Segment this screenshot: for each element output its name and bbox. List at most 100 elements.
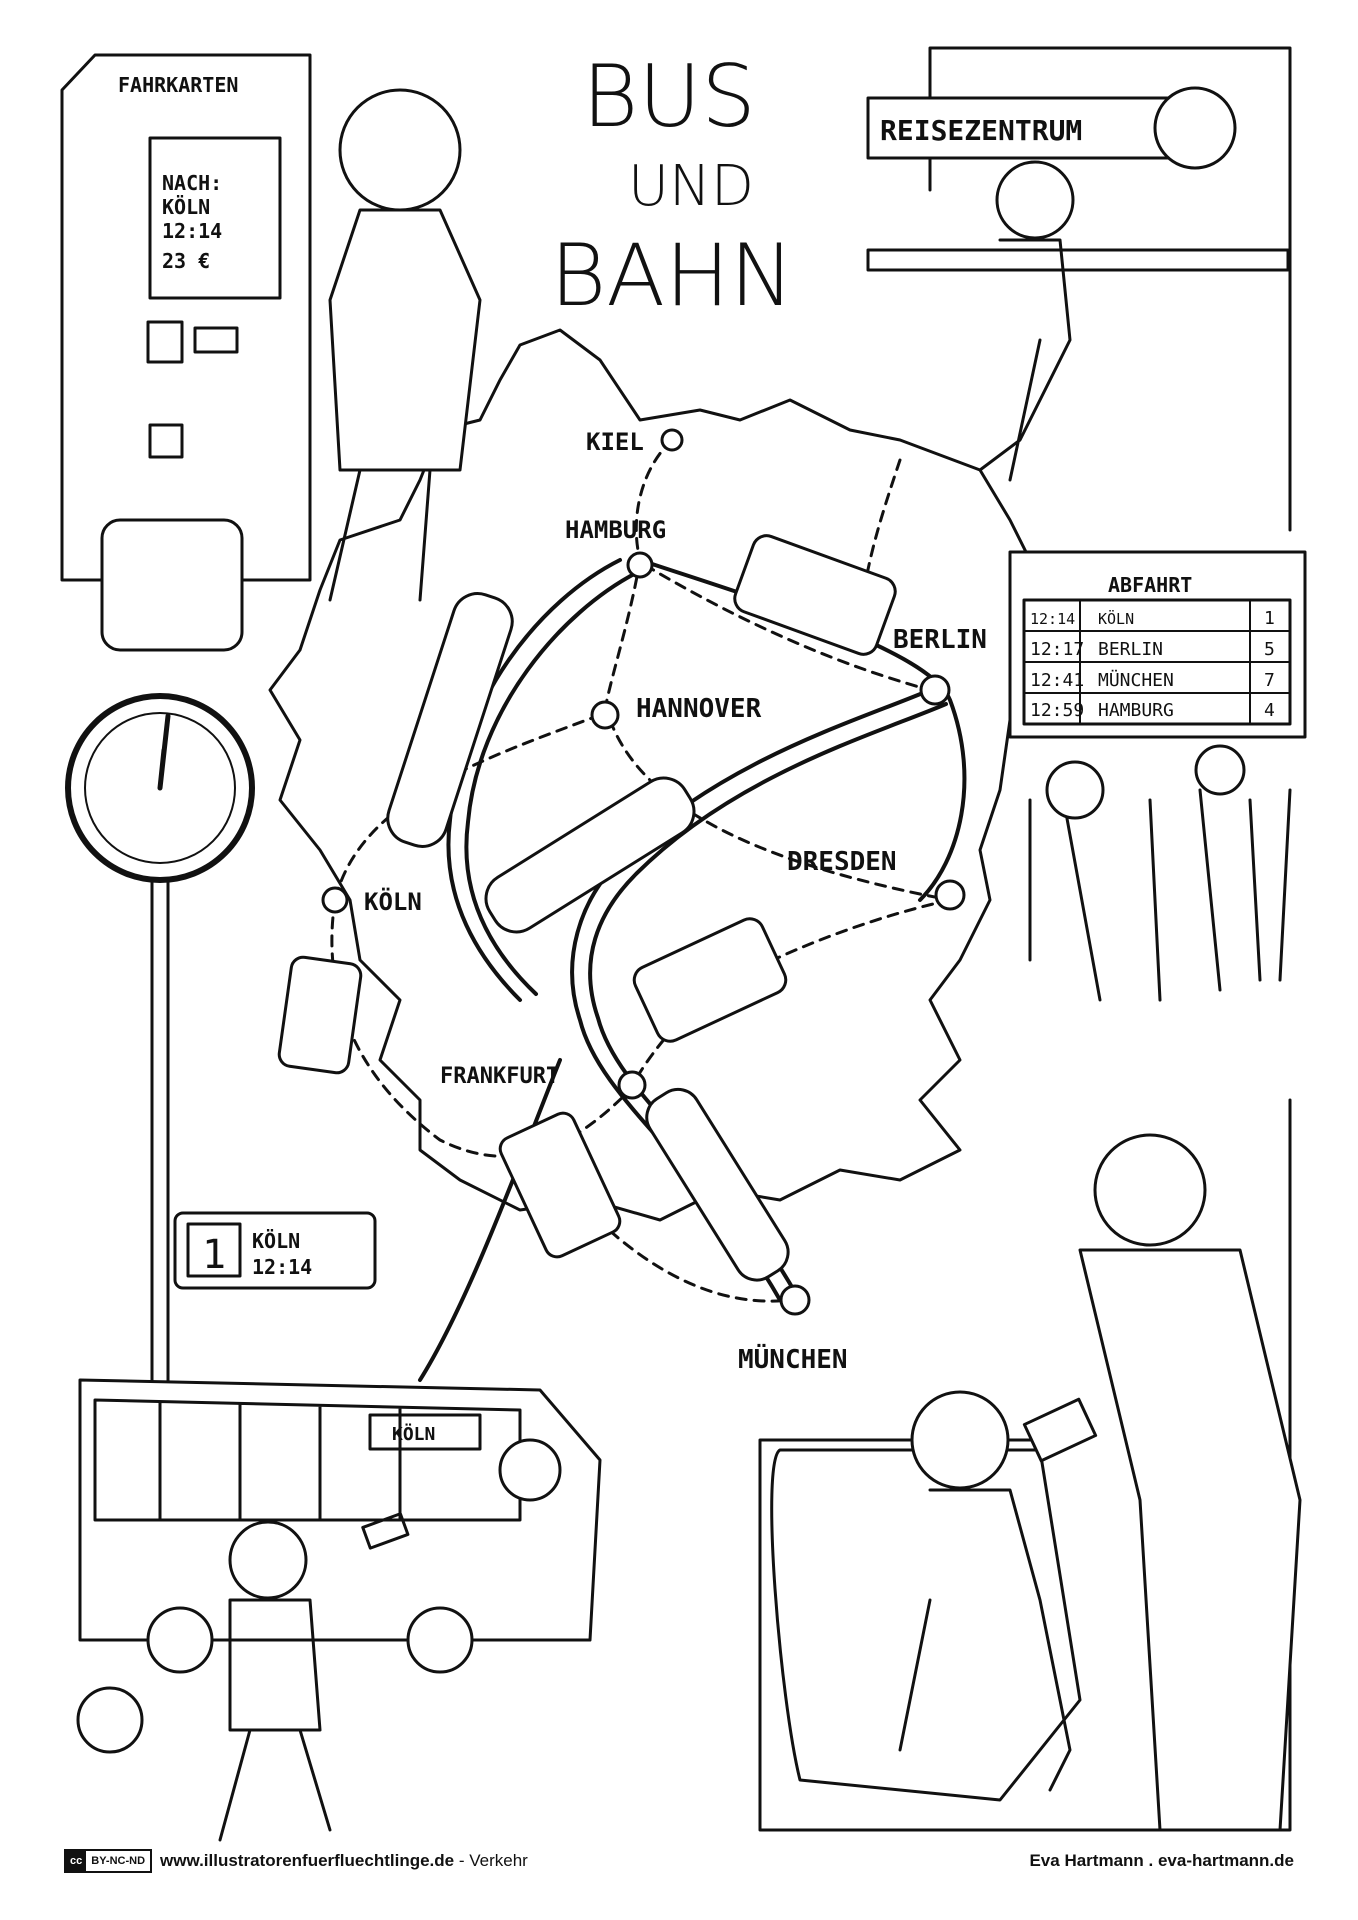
conductor-head <box>1093 1133 1207 1247</box>
city-label-kiel: KIEL <box>586 428 644 456</box>
road-koeln-frankfurt <box>330 898 632 1158</box>
departure-time: 12:14 <box>1030 610 1075 628</box>
departure-time: 12:41 <box>1030 670 1084 691</box>
city-dot-koeln <box>321 886 349 914</box>
ticket-machine-screen <box>148 136 282 300</box>
departure-destination: HAMBURG <box>1098 700 1174 721</box>
bus-destination-sign <box>368 1413 482 1451</box>
clock-hands <box>157 713 171 791</box>
city-label-muenchen: MÜNCHEN <box>738 1342 848 1375</box>
footer-author-link[interactable]: Eva Hartmann . eva-hartmann.de <box>1029 1851 1294 1870</box>
road-hannover-dresden <box>608 718 952 902</box>
bus-map-2 <box>632 917 788 1043</box>
city-label-dresden: DRESDEN <box>787 847 897 877</box>
departure-track: 1 <box>1264 608 1275 629</box>
rail-track-1b <box>464 570 640 996</box>
departure-track: 5 <box>1264 639 1275 660</box>
departure-board <box>1008 550 1307 739</box>
departure-track: 4 <box>1264 700 1275 721</box>
clerk-head <box>1153 86 1237 170</box>
city-dot-frankfurt <box>617 1070 647 1100</box>
departure-track: 7 <box>1264 670 1275 691</box>
ticket-machine-card-slot <box>193 326 239 354</box>
city-label-frankfurt: FRANKFURT <box>440 1064 559 1089</box>
departure-time: 12:59 <box>1030 700 1084 721</box>
woman-head <box>338 88 462 212</box>
road-kiel-hamburg <box>634 438 674 562</box>
cc-license-text: BY-NC-ND <box>91 1855 146 1867</box>
cc-icon: cc <box>66 1851 87 1871</box>
bus-wheel-back <box>406 1606 474 1674</box>
city-label-koeln: KÖLN <box>364 886 422 916</box>
departure-board-row: 12:41 MÜNCHEN 7 <box>1030 669 1275 691</box>
departure-board-rows <box>1023 599 1291 725</box>
backpacker-head <box>498 1438 562 1502</box>
train-map-2 <box>484 776 696 934</box>
city-dot-muenchen <box>779 1284 811 1316</box>
woman-legs <box>328 468 432 602</box>
germany-map-outline <box>268 328 1042 1222</box>
city-label-hannover: HANNOVER <box>636 694 762 724</box>
departure-destination: KÖLN <box>1098 609 1134 628</box>
train-map-1 <box>386 592 514 848</box>
ticket-machine-label: FAHRKARTEN <box>118 73 238 97</box>
travel-center-sign <box>866 96 1170 160</box>
bus-map-1 <box>733 534 897 656</box>
departure-board-title: ABFAHRT <box>1108 573 1192 597</box>
crowd <box>1028 778 1292 1002</box>
ticket-machine <box>60 53 312 582</box>
ticket-machine-screen-line4: 23 € <box>162 249 210 273</box>
suitcase <box>100 518 244 652</box>
rail-track-4 <box>418 1058 562 1382</box>
boy-head <box>995 160 1075 240</box>
person-crowd-head-2 <box>1194 744 1246 796</box>
ticket-machine-screen-line3: 12:14 <box>162 219 222 243</box>
footer: cc BY-NC-ND www.illustratorenfuerfluecht… <box>64 1848 1294 1874</box>
train-ticket <box>1022 1397 1098 1463</box>
departure-board-row: 12:59 HAMBURG 4 <box>1030 700 1275 721</box>
bus-destination-text: KÖLN <box>392 1423 435 1445</box>
ticket-machine-screen-line2: KÖLN <box>162 195 210 219</box>
city-dot-hannover <box>590 700 620 730</box>
city-dot-kiel <box>660 428 684 452</box>
bus-windows <box>93 1398 522 1522</box>
departure-board-row: 12:14 KÖLN 1 <box>1030 608 1275 629</box>
platform-sign <box>173 1211 377 1290</box>
city-label-hamburg: HAMBURG <box>565 516 666 544</box>
ticket-machine-keypad <box>146 320 184 364</box>
platform-sign-track-box <box>186 1222 242 1278</box>
footer-separator: - <box>454 1851 470 1870</box>
city-label-berlin: BERLIN <box>893 625 987 655</box>
bus <box>78 1378 602 1642</box>
city-dot-hamburg <box>626 551 654 579</box>
clock-pole <box>150 878 170 1402</box>
footer-site-link[interactable]: www.illustratorenfuerfluechtlinge.de <box>160 1851 455 1870</box>
child-seated-body <box>898 1488 1072 1792</box>
platform-sign-destination: KÖLN <box>252 1229 300 1253</box>
boy-body <box>978 238 1072 482</box>
travel-center-counter <box>866 248 1290 272</box>
bus-map-4 <box>498 1111 622 1259</box>
ticket-machine-screen-line1: NACH: <box>162 171 222 195</box>
child-seated-head <box>910 1390 1010 1490</box>
road-hamburg-berlin <box>643 563 932 692</box>
girl-head <box>76 1686 144 1754</box>
person-crowd-head-1 <box>1045 760 1105 820</box>
road-hamburg-hannover <box>603 558 642 712</box>
train-map-3 <box>645 1087 790 1282</box>
station-clock-face <box>84 712 236 864</box>
departure-time: 12:17 <box>1030 639 1084 660</box>
departure-board-row: 12:17 BERLIN 5 <box>1030 639 1275 660</box>
footer-topic: Verkehr <box>469 1851 528 1870</box>
page-title-line2: UND <box>628 154 754 219</box>
conductor-body <box>1078 1248 1302 1832</box>
departure-destination: BERLIN <box>1098 639 1163 660</box>
woman-body <box>328 208 482 472</box>
travel-center-sign-text: REISEZENTRUM <box>880 114 1082 147</box>
cc-license-badge[interactable]: cc BY-NC-ND <box>64 1849 153 1873</box>
city-dot-dresden <box>934 879 966 911</box>
bus-map-3 <box>277 955 363 1075</box>
page-title-line3: BAHN <box>550 226 794 326</box>
city-dot-berlin <box>919 674 951 706</box>
platform-sign-track: 1 <box>202 1232 226 1278</box>
